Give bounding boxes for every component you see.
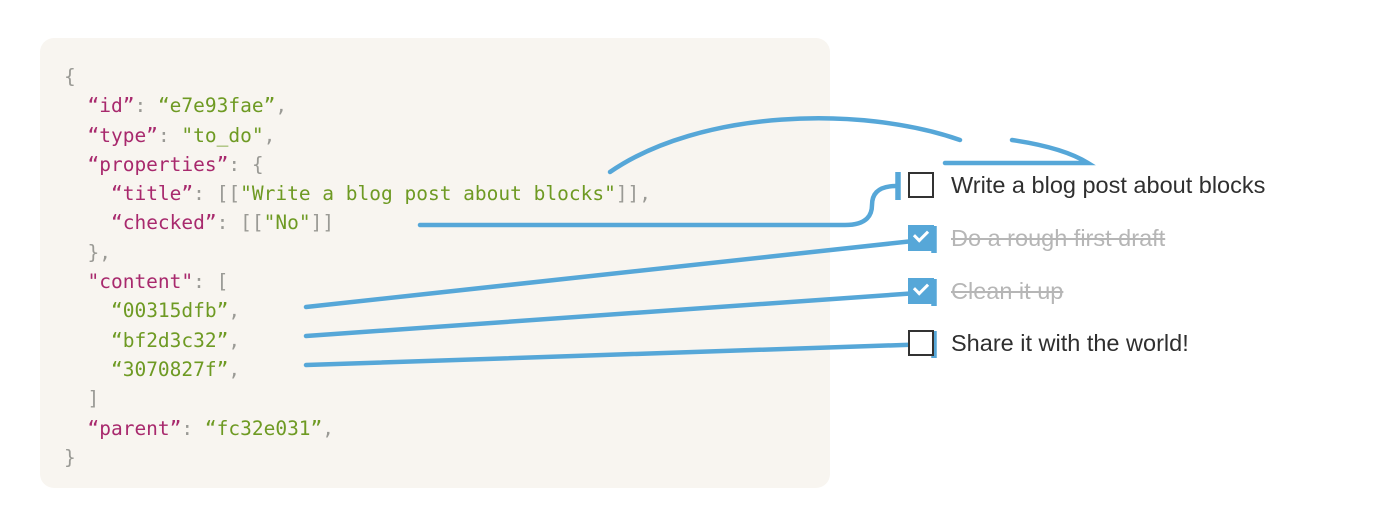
code-token: “properties” [87,152,229,176]
list-item-label: Do a rough first draft [951,224,1166,251]
list-item[interactable]: Clean it up [908,274,1063,308]
code-token: “e7e93fae” [157,94,276,118]
code-token [64,270,87,293]
code-token: "No" [263,211,311,235]
code-line: }, [64,238,651,267]
code-token: ]], [615,182,652,206]
code-line: { [64,62,651,91]
code-line: “parent”: “fc32e031”, [64,414,651,443]
code-token: , [263,123,276,147]
code-token: }, [64,240,111,264]
code-token: ]] [310,211,335,235]
code-token: “00315dfb” [110,299,229,323]
code-token [64,329,111,352]
code-token: : [181,416,205,440]
code-token: “3070827f” [110,357,229,381]
code-token: : [157,123,182,147]
list-item-label: Write a blog post about blocks [951,171,1266,198]
json-code-panel: { “id”: “e7e93fae”, “type”: "to_do", “pr… [40,38,830,488]
json-code-block: { “id”: “e7e93fae”, “type”: "to_do", “pr… [64,62,651,472]
code-line: “properties”: { [64,150,651,179]
code-token: ] [64,387,100,411]
code-token: : [[ [216,211,264,235]
connector-title-underline [942,137,1096,166]
code-line: “3070827f”, [64,355,651,384]
code-token [64,182,111,205]
code-token: “bf2d3c32” [110,328,229,352]
code-token: , [228,357,241,381]
code-token: “title” [110,182,194,206]
code-line: “title”: [["Write a blog post about bloc… [64,179,651,208]
code-token [64,211,111,234]
code-token: , [275,94,288,118]
code-line: “bf2d3c32”, [64,326,651,355]
code-token [64,124,87,147]
code-line: “id”: “e7e93fae”, [64,91,651,120]
code-token: “checked” [110,211,217,235]
code-line: } [64,443,651,472]
code-token: : [[ [193,182,241,206]
code-token: “fc32e031” [204,416,323,440]
list-item[interactable]: Write a blog post about blocks [908,168,1265,202]
code-token: "Write a blog post about blocks" [240,182,616,206]
code-token: "content" [87,270,194,294]
code-token: { [64,65,76,88]
code-token: } [64,445,76,469]
code-token: “type” [87,123,158,147]
checkbox-checked-icon[interactable] [908,225,934,251]
checkbox-unchecked-icon[interactable] [908,330,934,356]
code-token: , [322,416,335,440]
code-token: , [228,328,241,352]
code-line: “type”: "to_do", [64,121,651,150]
code-token: : [ [193,270,229,294]
list-item-label: Share it with the world! [951,329,1189,356]
code-token [64,417,87,440]
code-token: : [134,94,158,118]
code-token: “parent” [87,416,182,440]
list-item[interactable]: Share it with the world! [908,326,1189,360]
code-line: "content": [ [64,267,651,296]
code-line: “00315dfb”, [64,296,651,325]
code-token [64,299,111,322]
code-token: : { [228,152,264,176]
checkbox-unchecked-icon[interactable] [908,172,934,198]
code-token [64,358,111,381]
code-line: ] [64,384,651,413]
list-item-label: Clean it up [951,277,1064,304]
code-token: “id” [87,94,135,118]
checkbox-checked-icon[interactable] [908,278,934,304]
code-token [64,94,87,117]
code-token: "to_do" [181,123,264,147]
code-token [64,153,87,176]
list-item[interactable]: Do a rough first draft [908,221,1165,255]
code-line: “checked”: [["No"]] [64,208,651,237]
code-token: , [228,299,241,323]
